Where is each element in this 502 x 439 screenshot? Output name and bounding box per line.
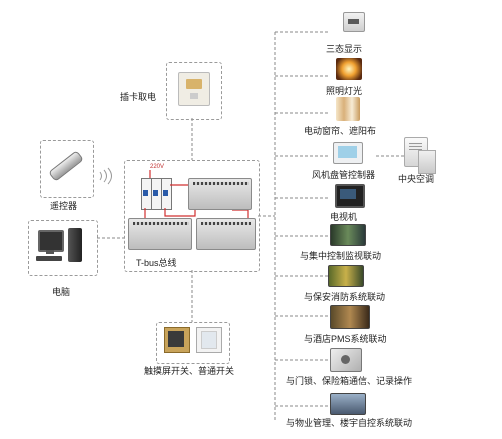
ac-unit-icon xyxy=(418,150,436,174)
remote-label: 遥控器 xyxy=(50,201,78,211)
curtain-icon xyxy=(336,97,360,121)
right-item-label-1: 照明灯光 xyxy=(326,86,363,96)
building-icon xyxy=(330,393,366,415)
remote-frame xyxy=(40,140,94,198)
right-item-label-8: 与门锁、保险箱通信、记录操作 xyxy=(286,376,413,386)
door-lock-icon xyxy=(330,348,362,372)
pms-icon xyxy=(330,305,370,329)
computer-label: 电脑 xyxy=(52,287,71,297)
right-item-label-6: 与保安消防系统联动 xyxy=(304,292,386,302)
central-ac-label: 中央空调 xyxy=(398,174,435,184)
wireless-signal-icon xyxy=(99,167,112,185)
right-item-label-5: 与集中控制监视联动 xyxy=(300,251,382,261)
monitoring-icon xyxy=(330,224,366,246)
right-item-label-9: 与物业管理、楼宇自控系统联动 xyxy=(286,418,413,428)
light-bulb-icon xyxy=(336,58,362,80)
control-module-icon xyxy=(196,218,256,250)
computer-frame xyxy=(28,220,98,276)
tbus-label: T-bus总线 xyxy=(136,258,177,268)
card-switch-label: 插卡取电 xyxy=(120,92,157,102)
control-module-icon xyxy=(128,218,192,250)
voltage-label: 220V xyxy=(150,164,165,170)
tv-icon xyxy=(335,184,365,208)
thermostat-icon xyxy=(333,142,363,164)
card-switch-frame xyxy=(166,62,222,120)
right-item-label-2: 电动窗帘、遮阳布 xyxy=(304,126,377,136)
right-item-label-7: 与酒店PMS系统联动 xyxy=(304,334,387,344)
status-display-icon xyxy=(343,12,365,32)
touch-panel-frame xyxy=(156,322,230,364)
control-module-icon xyxy=(188,178,252,210)
right-item-label-0: 三态显示 xyxy=(326,44,363,54)
right-item-label-4: 电视机 xyxy=(330,212,358,222)
touch-panel-label: 触摸屏开关、普通开关 xyxy=(144,366,235,376)
card-switch-icon xyxy=(178,72,210,106)
security-icon xyxy=(328,265,364,287)
tbus-hub-frame xyxy=(124,160,260,272)
right-item-label-3: 风机盘管控制器 xyxy=(312,170,376,180)
